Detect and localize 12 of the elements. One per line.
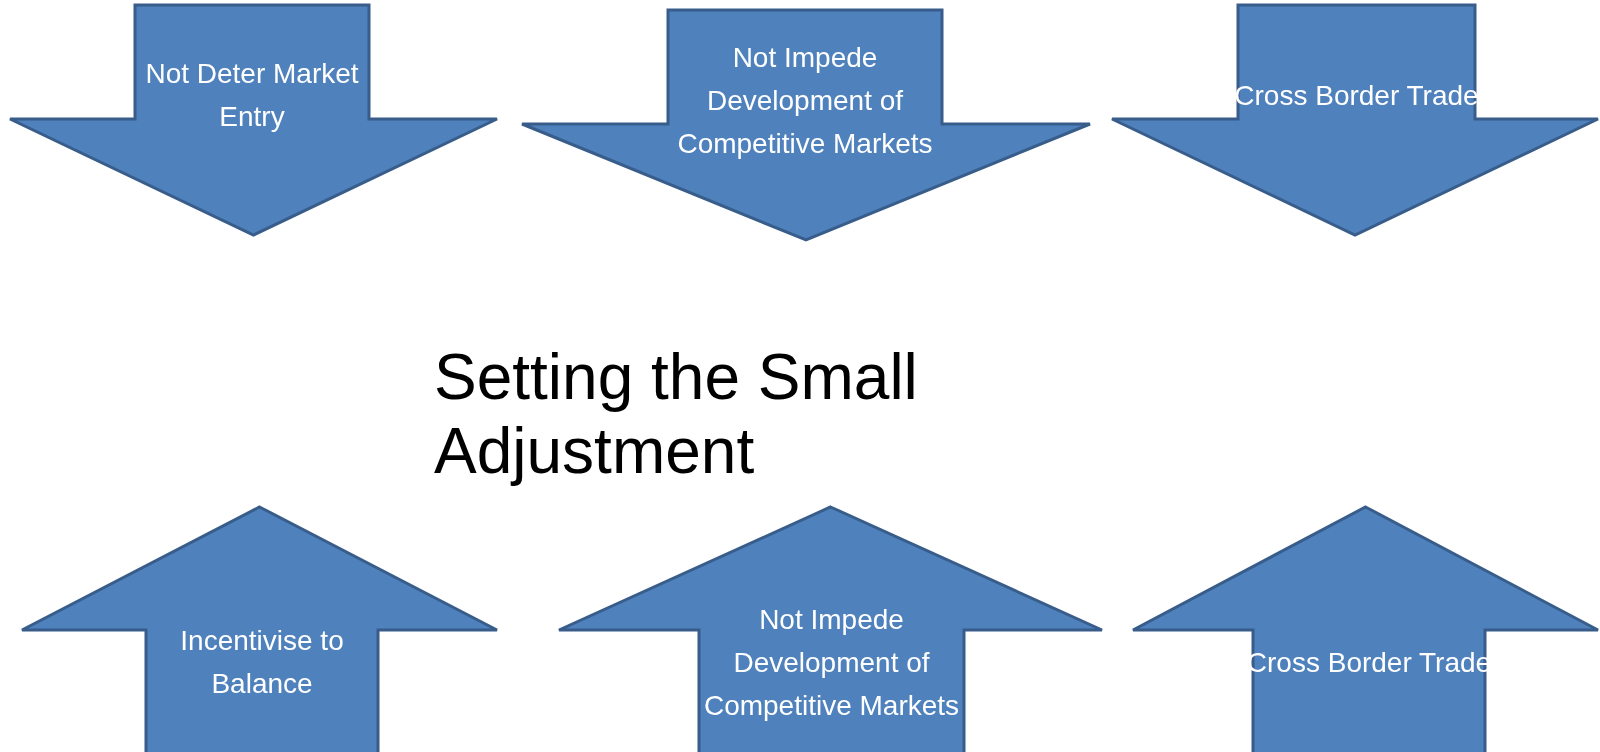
arrow-label: Not Impede Development of Competitive Markets bbox=[702, 602, 961, 723]
arrow-label: Not Deter Market Entry bbox=[144, 57, 360, 134]
arrow-label: Incentivise to Balance bbox=[179, 624, 345, 701]
up-arrow-shape bbox=[20, 505, 499, 752]
up-arrow-shape bbox=[1131, 505, 1600, 752]
down-arrow-shape bbox=[1110, 3, 1600, 237]
center-heading: Setting the Small Adjustment bbox=[434, 340, 919, 488]
down-arrow-shape bbox=[8, 3, 499, 237]
down-arrow-shape bbox=[520, 8, 1092, 242]
up-arrow-shape bbox=[557, 505, 1104, 752]
arrow-label: Cross Border Trade bbox=[1233, 78, 1480, 113]
arrow-label: Not Impede Development of Competitive Markets bbox=[676, 40, 934, 161]
